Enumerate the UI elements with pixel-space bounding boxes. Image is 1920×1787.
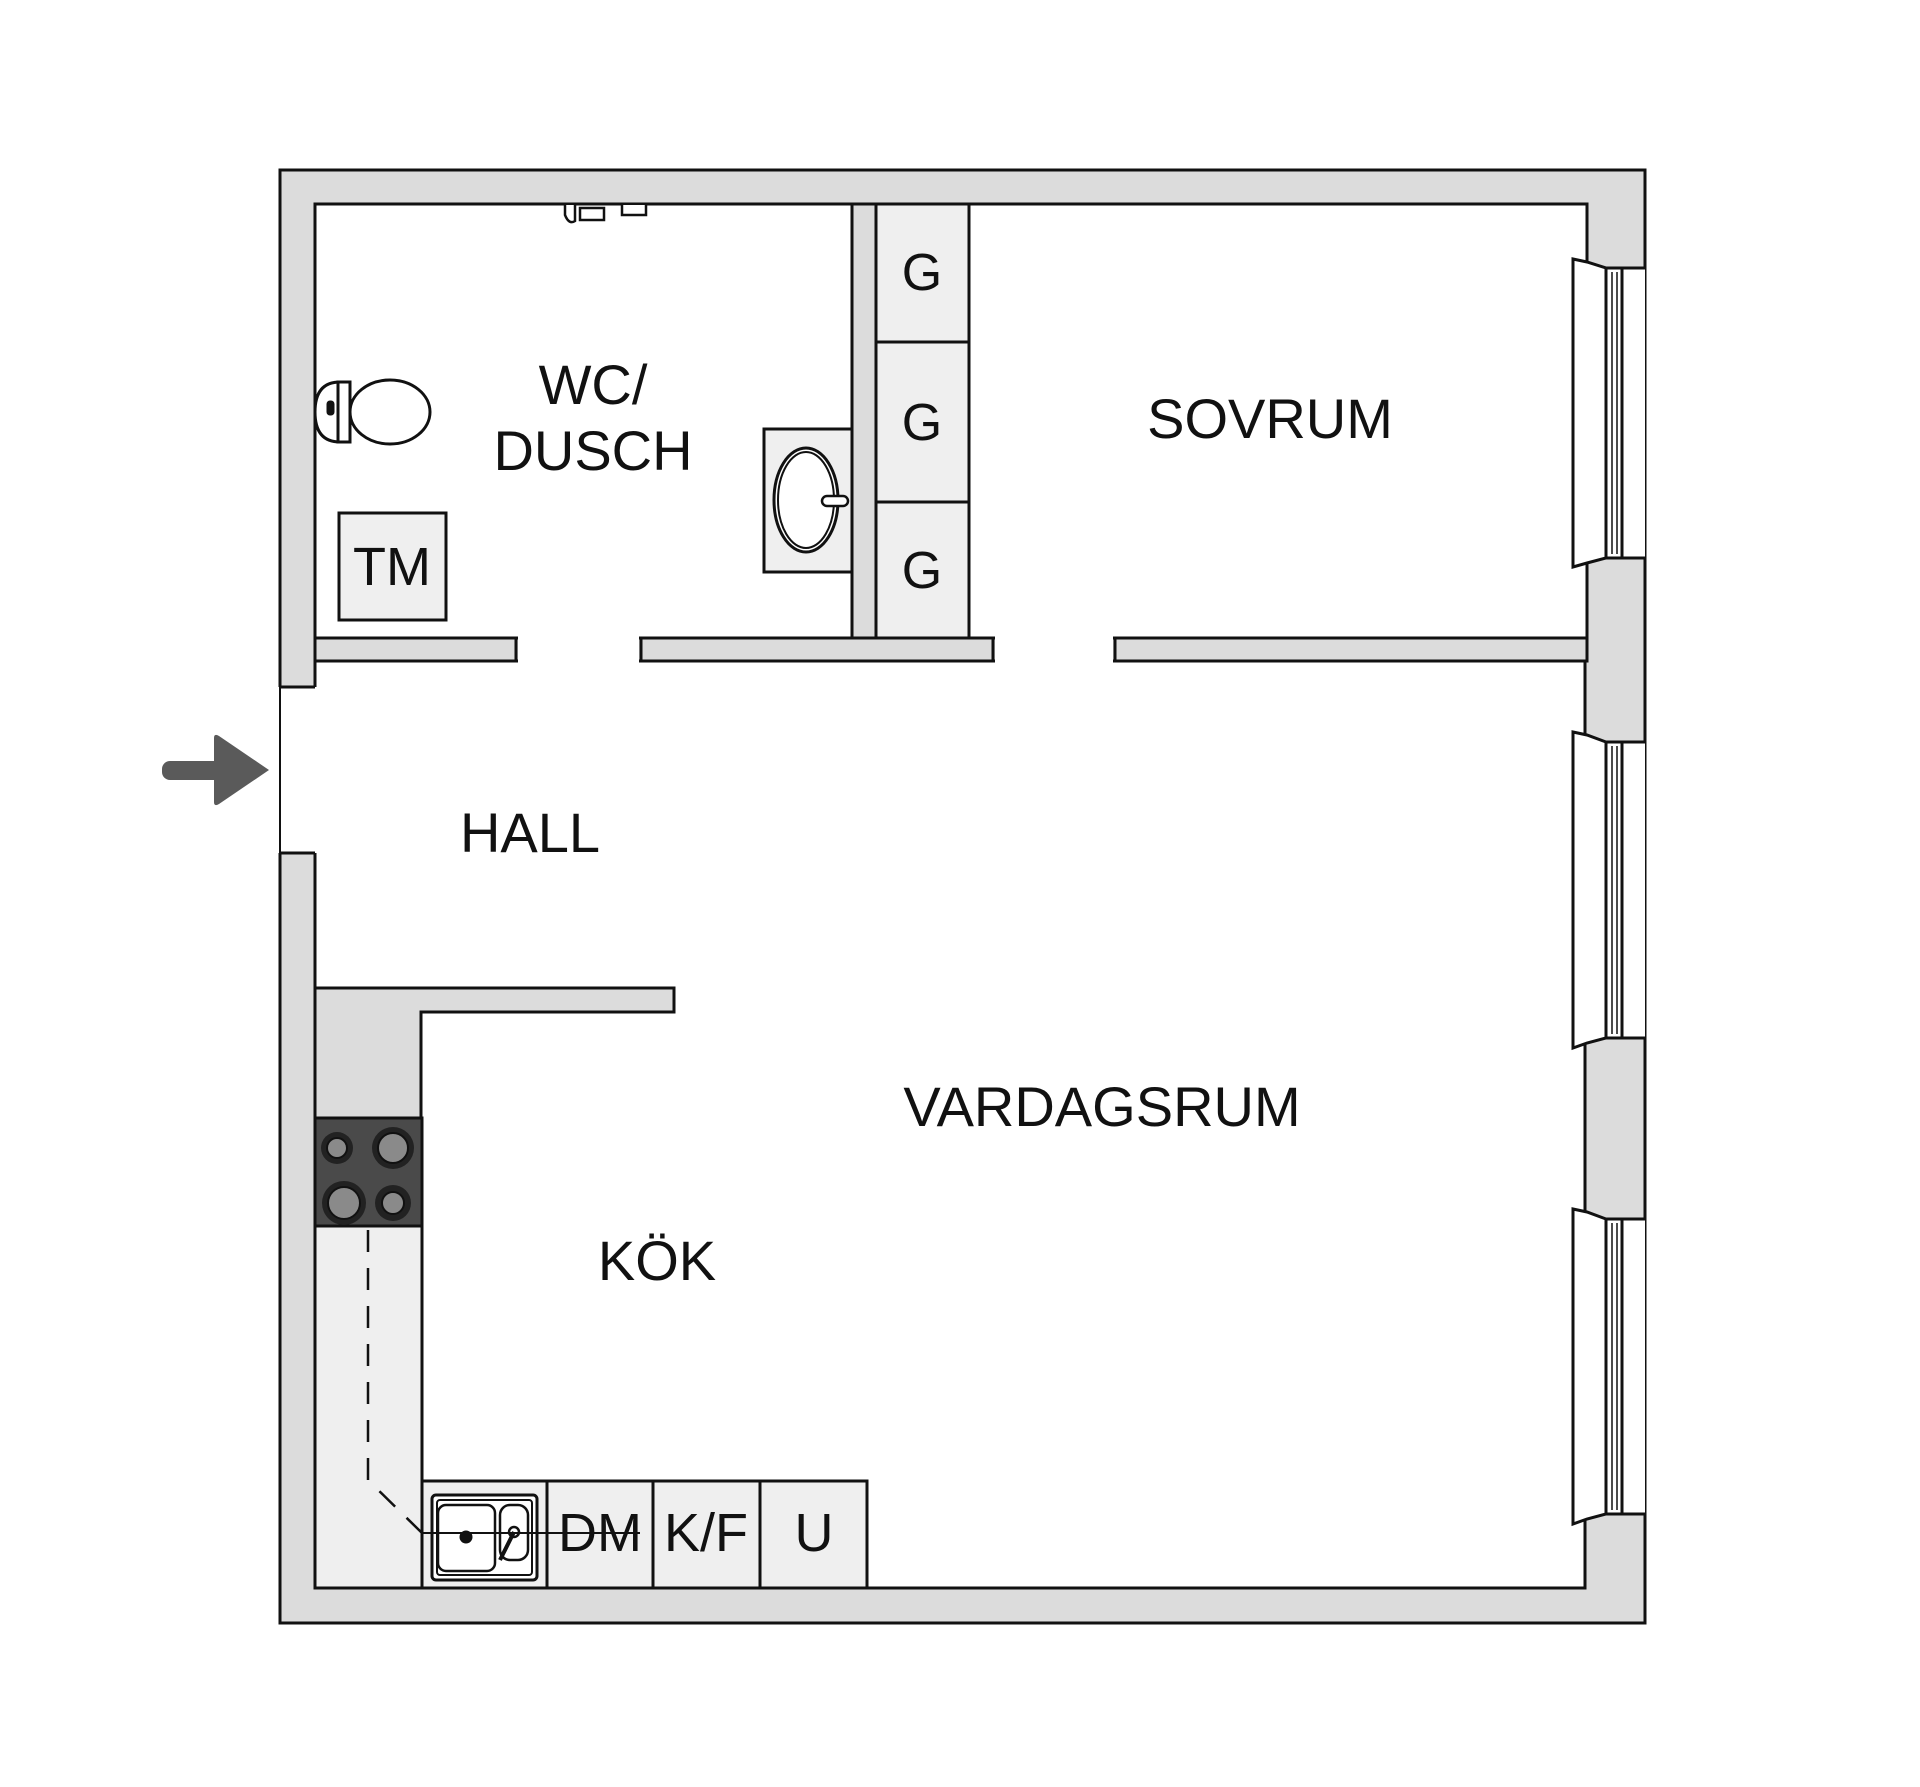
washing-machine-label: TM — [353, 537, 431, 597]
washing-machine — [337, 511, 448, 622]
room-label-dusch: DUSCH — [493, 419, 692, 482]
kitchen-sink-icon — [430, 1493, 539, 1582]
wall-segment — [313, 636, 518, 663]
closet-label: G — [902, 394, 942, 452]
room-label-wc: WC/ — [539, 353, 648, 416]
room-sovrum — [967, 202, 1589, 640]
dishwasher-label: DM — [558, 1503, 642, 1563]
entrance-arrow-icon — [162, 734, 269, 806]
counter-dashed-line — [366, 1230, 423, 1534]
fridge-freezer — [651, 1479, 762, 1590]
shower-icon — [563, 205, 648, 224]
wall-segment — [1113, 636, 1589, 663]
stove-icon — [313, 1116, 424, 1228]
window-icon — [1571, 1207, 1645, 1527]
oven-label: U — [795, 1503, 834, 1563]
room-label-hall: HALL — [460, 801, 600, 864]
washbasin-icon — [762, 427, 854, 574]
fridge-freezer-label: K/F — [664, 1503, 748, 1563]
window-icon — [1571, 730, 1645, 1051]
window-icon — [1571, 257, 1645, 569]
room-label-kok: KÖK — [598, 1229, 716, 1292]
door-opening-bathroom — [518, 636, 639, 663]
room-label-vardagsrum: VARDAGSRUM — [903, 1075, 1300, 1138]
entrance-opening — [278, 687, 318, 853]
wall-segment — [639, 636, 995, 663]
oven — [758, 1479, 869, 1590]
closet-label: G — [902, 542, 942, 600]
dishwasher — [545, 1479, 655, 1590]
toilet-icon — [313, 378, 432, 446]
door-opening-bedroom — [995, 636, 1113, 663]
closet-area — [874, 202, 971, 640]
closet-label: G — [902, 244, 942, 302]
room-label-sovrum: SOVRUM — [1147, 387, 1393, 450]
